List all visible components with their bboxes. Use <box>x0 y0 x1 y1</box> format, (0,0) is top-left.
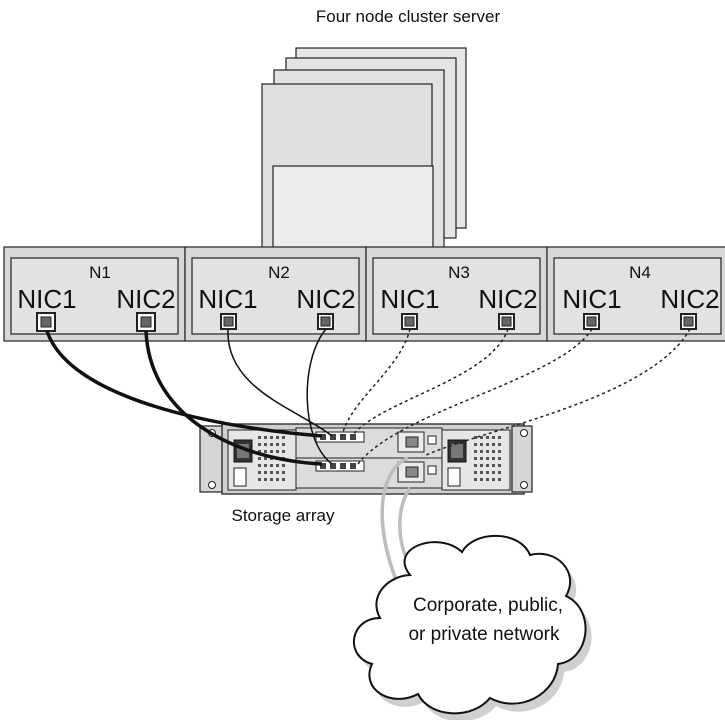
cable-n1-nic1 <box>45 330 323 438</box>
storage-array-label: Storage array <box>232 506 335 525</box>
server-stack-illustration <box>261 47 467 265</box>
storage-array-chassis <box>199 423 533 495</box>
nic-label: NIC2 <box>660 284 719 314</box>
node-blade-n4: N4 NIC1 NIC2 <box>546 246 725 342</box>
server-chassis-1 <box>261 83 434 265</box>
network-cable-1 <box>380 456 409 586</box>
cable-n2-nic1 <box>227 328 333 437</box>
network-label-line1: Corporate, public, <box>413 595 563 616</box>
cable-n3-nic2 <box>351 328 509 437</box>
cable-n3-nic1 <box>341 328 411 437</box>
node-blade-n2: N2 NIC1 NIC2 <box>184 246 367 342</box>
cable-n1-nic2 <box>144 330 323 466</box>
cable-n4-nic2 <box>423 328 691 457</box>
diagram-title: Four node cluster server <box>316 7 501 26</box>
nic-label: NIC1 <box>198 284 257 314</box>
nic-label: NIC2 <box>296 284 355 314</box>
nic-label: NIC1 <box>562 284 621 314</box>
vent-grille <box>258 436 285 481</box>
vent-grille <box>474 436 501 481</box>
node-label: N3 <box>448 263 470 282</box>
node-label: N1 <box>89 263 111 282</box>
nic-label: NIC2 <box>116 284 175 314</box>
cable-n4-nic1 <box>357 328 593 465</box>
node-label: N4 <box>629 263 651 282</box>
node-cables <box>45 328 691 466</box>
node-blade-n1: N1 NIC1 NIC2 <box>3 246 186 342</box>
nic-label: NIC1 <box>380 284 439 314</box>
nic-label: NIC2 <box>478 284 537 314</box>
network-cloud-icon <box>353 534 592 720</box>
network-label-line2: or private network <box>408 624 560 645</box>
node-label: N2 <box>268 263 290 282</box>
node-blade-n3: N3 NIC1 NIC2 <box>365 246 548 342</box>
cable-n2-nic2 <box>306 328 333 465</box>
nic-label: NIC1 <box>17 284 76 314</box>
node-blades: N1 NIC1 NIC2 N2 NIC1 NIC2 N3 NIC1 NIC2 <box>3 246 725 342</box>
